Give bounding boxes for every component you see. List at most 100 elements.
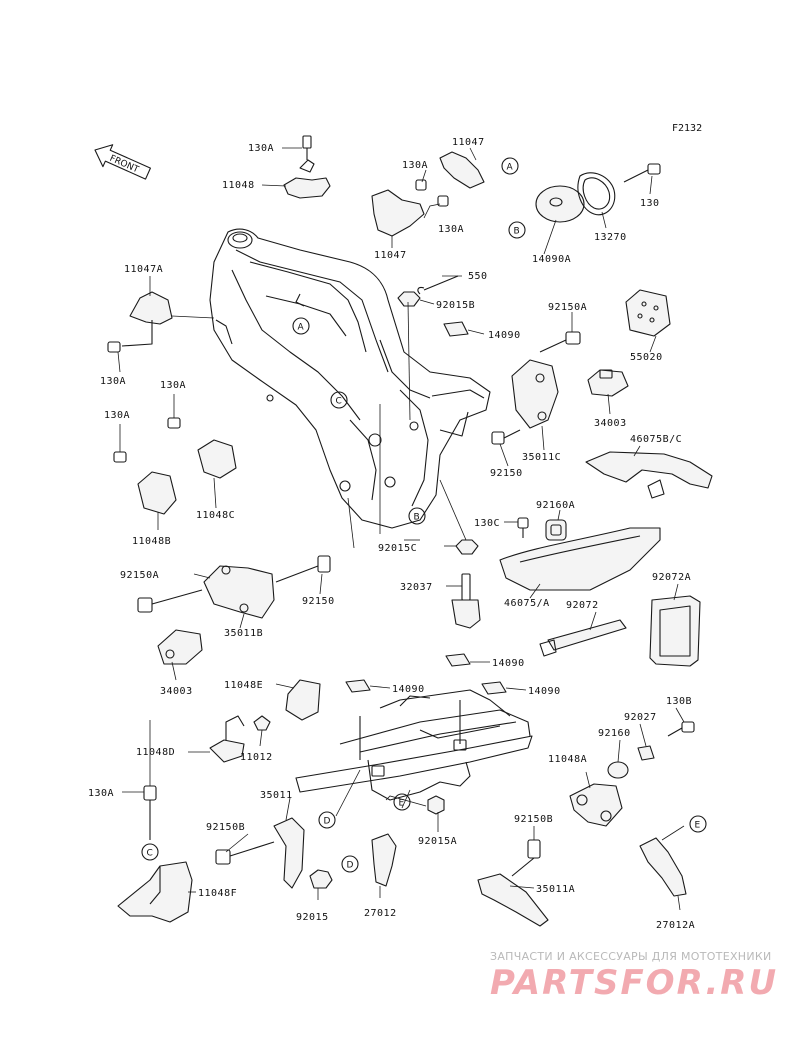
part-label: 92150A [548,302,587,313]
bracket-35011c[interactable] [511,359,559,429]
pad-14090-subframe-2[interactable] [445,653,471,667]
part-label: 11048E [224,680,263,691]
part-label: 13270 [594,232,627,243]
pivot-34003-left[interactable] [157,629,203,665]
part-label: 92160 [598,728,631,739]
pad-14090-subframe-3[interactable] [481,681,507,695]
bracket-11047a[interactable] [107,291,173,353]
main-frame[interactable] [209,228,491,529]
nut-92015[interactable] [309,869,333,889]
bracket-11048f[interactable] [117,861,193,923]
part-label: 130A [88,788,114,799]
part-label: 34003 [160,686,193,697]
bracket-11047-right[interactable] [437,151,485,207]
bracket-35011a[interactable] [477,873,549,927]
pad-14090-top[interactable] [443,321,469,337]
bracket-11048c[interactable] [167,417,237,479]
bolt-92150-left[interactable] [275,555,331,583]
grab-rail-46075a[interactable] [499,527,661,591]
part-label: 11047 [374,250,407,261]
bolt-92150b-right[interactable] [511,839,541,877]
part-label: 92072 [566,600,599,611]
bolt-92150a-left[interactable] [137,589,203,613]
grommet-92160[interactable] [607,761,629,779]
part-label: 92015A [418,836,457,847]
guard-27012[interactable] [371,833,397,887]
svg-text:B: B [414,513,420,523]
strap-92072[interactable] [539,619,627,657]
bolt-130c[interactable] [517,517,529,538]
part-label: 34003 [594,418,627,429]
part-label: 55020 [630,352,663,363]
leader-lines [117,147,685,911]
watermark-tagline: ЗАПЧАСТИ И АКСЕССУАРЫ ДЛЯ МОТОТЕХНИКИ [490,950,772,963]
part-label: 11048B [132,536,171,547]
bracket-11048a[interactable] [569,783,623,827]
svg-text:E: E [695,821,701,831]
subframe[interactable] [295,689,533,801]
part-number-labels: 130A 11048 11047 130A 130A 11047 14090A … [88,137,695,931]
svg-text:E: E [399,799,405,809]
nut-92015c[interactable] [455,539,479,555]
part-label: 46075/A [504,598,550,609]
bracket-11048-top[interactable] [283,135,331,199]
part-label: 14090 [492,658,525,669]
part-label: 130 [640,198,660,209]
part-label: 27012A [656,920,695,931]
cable-tie-550[interactable] [417,275,459,295]
front-arrow-icon: FRONT [94,144,151,180]
part-label: 130A [100,376,126,387]
ref-letter-e-subframe: E [393,793,411,811]
ref-letter-b-plate: B [508,221,526,239]
part-label: 14090A [532,254,571,265]
part-label: 130A [104,410,130,421]
part-label: 130A [402,160,428,171]
diagram-code: F2132 [672,123,703,134]
guard-27012a[interactable] [639,837,687,897]
bolt-92150b-left[interactable] [215,841,275,865]
bolt-130a-bottom[interactable] [143,785,157,840]
bracket-35011b[interactable] [203,565,275,619]
part-label: 130B [666,696,692,707]
part-label: 92150 [302,596,335,607]
bolt-130[interactable] [623,163,661,183]
pivot-34003-right[interactable] [587,369,629,397]
part-label: 130C [474,518,500,529]
bolt-92150a-upper[interactable] [539,331,581,353]
plate-14090a[interactable] [535,185,585,223]
bracket-11047-left[interactable] [371,179,427,237]
bracket-11048b[interactable] [113,451,177,515]
watermark-brand-logo: PARTSFOR.RU [490,963,779,1003]
part-label: 130A [438,224,464,235]
ref-letter-c-bottom: C [141,843,159,861]
part-label: 14090 [528,686,561,697]
part-label: 92015 [296,912,329,923]
ref-letter-a-frame: A [292,317,310,335]
svg-text:C: C [147,849,153,859]
bracket-35011[interactable] [273,817,305,889]
svg-text:D: D [347,861,354,871]
grommet-13270[interactable] [577,172,616,216]
part-label: 14090 [488,330,521,341]
bolt-130b[interactable] [667,721,695,737]
bracket-11048d[interactable] [209,715,245,763]
pad-14090-subframe-1[interactable] [345,679,371,693]
grommet-92160a[interactable] [545,519,567,541]
stud-32037[interactable] [451,573,481,629]
part-label: 92015C [378,543,417,554]
collar-92027[interactable] [637,745,655,761]
cap-11012[interactable] [253,715,271,731]
grab-rail-46075bc[interactable] [585,451,713,499]
svg-text:B: B [514,227,520,237]
nut-92015b[interactable] [397,291,421,307]
bolt-92150-right[interactable] [491,429,521,445]
part-label: 11048D [136,747,175,758]
part-label: 32037 [400,582,433,593]
part-label: 550 [468,271,488,282]
part-label: 35011B [224,628,263,639]
part-label: 11048A [548,754,587,765]
nut-92015a[interactable] [427,795,445,815]
band-92072a[interactable] [649,595,701,667]
bracket-11048e[interactable] [285,679,321,721]
footpeg-55020[interactable] [625,289,671,337]
